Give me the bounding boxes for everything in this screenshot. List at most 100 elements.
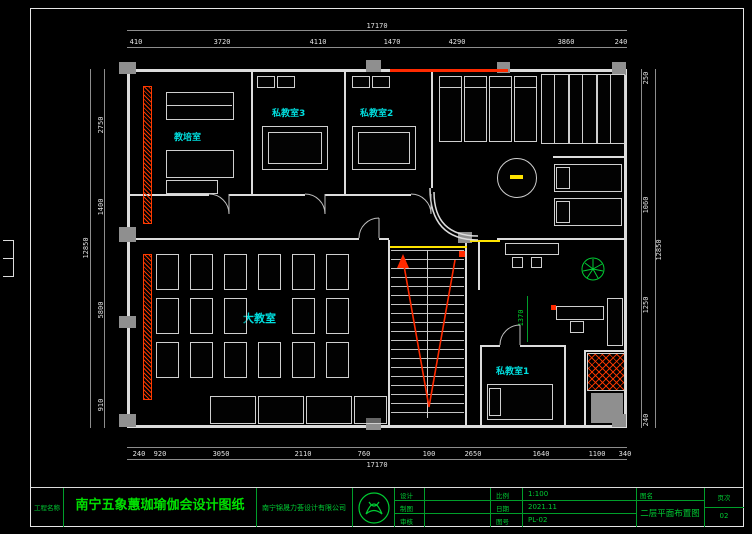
yoga-mat [292, 342, 315, 378]
dimension-line [90, 69, 91, 428]
title-grid-line [490, 488, 491, 527]
title-grid-line [522, 488, 523, 527]
company-logo [358, 492, 390, 524]
massage-table [262, 126, 328, 170]
hatched-wall [143, 86, 152, 224]
reception-counter [505, 243, 559, 255]
drawing-title: 二层平面布置图 [640, 509, 700, 519]
dimension-label: 1100 [588, 450, 606, 458]
room-label-private2: 私教室2 [360, 109, 394, 119]
massage-bed [489, 76, 512, 142]
massage-table [352, 126, 416, 170]
page-value: 02 [719, 512, 729, 520]
door-swing [208, 193, 230, 215]
sign-label: 审核 [400, 518, 413, 526]
wall-segment [344, 72, 346, 196]
cabinet [257, 76, 275, 88]
dimension-label: 4110 [309, 38, 327, 46]
info-value: 2021.11 [528, 503, 557, 511]
column [612, 62, 626, 75]
corridor-accent [470, 240, 500, 242]
yoga-mat [190, 254, 213, 290]
dimension-label: 17170 [366, 22, 388, 30]
plant-icon [581, 257, 605, 281]
yoga-mat [156, 342, 179, 378]
dimension-label: 410 [129, 38, 143, 46]
door-swing [410, 193, 432, 215]
curved-wall [433, 191, 479, 237]
door-swing [304, 193, 326, 215]
yoga-mat [326, 342, 349, 378]
margin-mark [3, 276, 14, 277]
cabinet [277, 76, 295, 88]
title-grid-line [63, 488, 64, 527]
pillow [489, 388, 501, 416]
room-label-big: 大教室 [243, 312, 276, 325]
wall-segment [553, 156, 624, 158]
cabinet [166, 180, 218, 194]
stool [531, 257, 542, 268]
sign-label: 制图 [400, 505, 413, 513]
dimension-label: 240 [132, 450, 146, 458]
column [119, 414, 136, 427]
wardrobe [541, 74, 569, 144]
wall-segment [624, 69, 627, 428]
rest-bed [554, 164, 622, 192]
wall-segment [229, 194, 305, 196]
storage-bench [306, 396, 352, 424]
wall-segment [431, 72, 433, 188]
dimension-line [127, 30, 627, 31]
wall-segment [465, 240, 467, 428]
massage-bed [439, 76, 462, 142]
dimension-line [127, 447, 627, 448]
margin-mark [3, 258, 14, 259]
wall-segment [520, 345, 566, 347]
wall-segment [129, 238, 359, 240]
title-grid-line [424, 488, 425, 527]
desk [556, 306, 604, 320]
dimension-line [104, 69, 105, 428]
curved-wall [429, 187, 479, 241]
dimension-line [641, 69, 642, 428]
company-name: 南宁锦晟力荟设计有限公司 [262, 504, 346, 512]
dimension-label: 3860 [557, 38, 575, 46]
chair [570, 321, 584, 333]
column [458, 232, 472, 243]
arrow-head [397, 254, 409, 268]
wall-segment [586, 350, 624, 352]
wall-segment [129, 194, 209, 196]
wall-segment [325, 194, 411, 196]
room-label-private1: 私教室1 [496, 367, 530, 377]
dimension-label: 920 [153, 450, 167, 458]
sheet-border [30, 8, 744, 527]
pillow [556, 167, 570, 189]
info-label: 图号 [496, 518, 509, 526]
title-block-divider [30, 487, 744, 488]
room-label-training: 教培室 [174, 133, 202, 143]
dimension-label: 3720 [213, 38, 231, 46]
cabinet [607, 298, 623, 346]
table [166, 92, 234, 120]
table-detail [166, 105, 232, 106]
dimension-label: 2110 [294, 450, 312, 458]
table [166, 150, 234, 178]
red-marker [551, 305, 556, 310]
margin-mark [13, 240, 14, 277]
wardrobe [597, 74, 625, 144]
wall-segment [251, 72, 253, 196]
yoga-mat [156, 254, 179, 290]
drawing-title-label: 图名 [640, 492, 653, 500]
dimension-line [127, 459, 627, 460]
dimension-label: 240 [614, 38, 628, 46]
yoga-mat [224, 342, 247, 378]
storage-bench [210, 396, 256, 424]
sign-label: 设计 [400, 492, 413, 500]
massage-table-inner [268, 132, 322, 164]
dimension-label: 760 [357, 450, 371, 458]
title-grid-line [704, 507, 744, 508]
door-swing [358, 217, 380, 239]
yoga-mat [258, 254, 281, 290]
dimension-label: 340 [618, 450, 632, 458]
yoga-mat [190, 298, 213, 334]
